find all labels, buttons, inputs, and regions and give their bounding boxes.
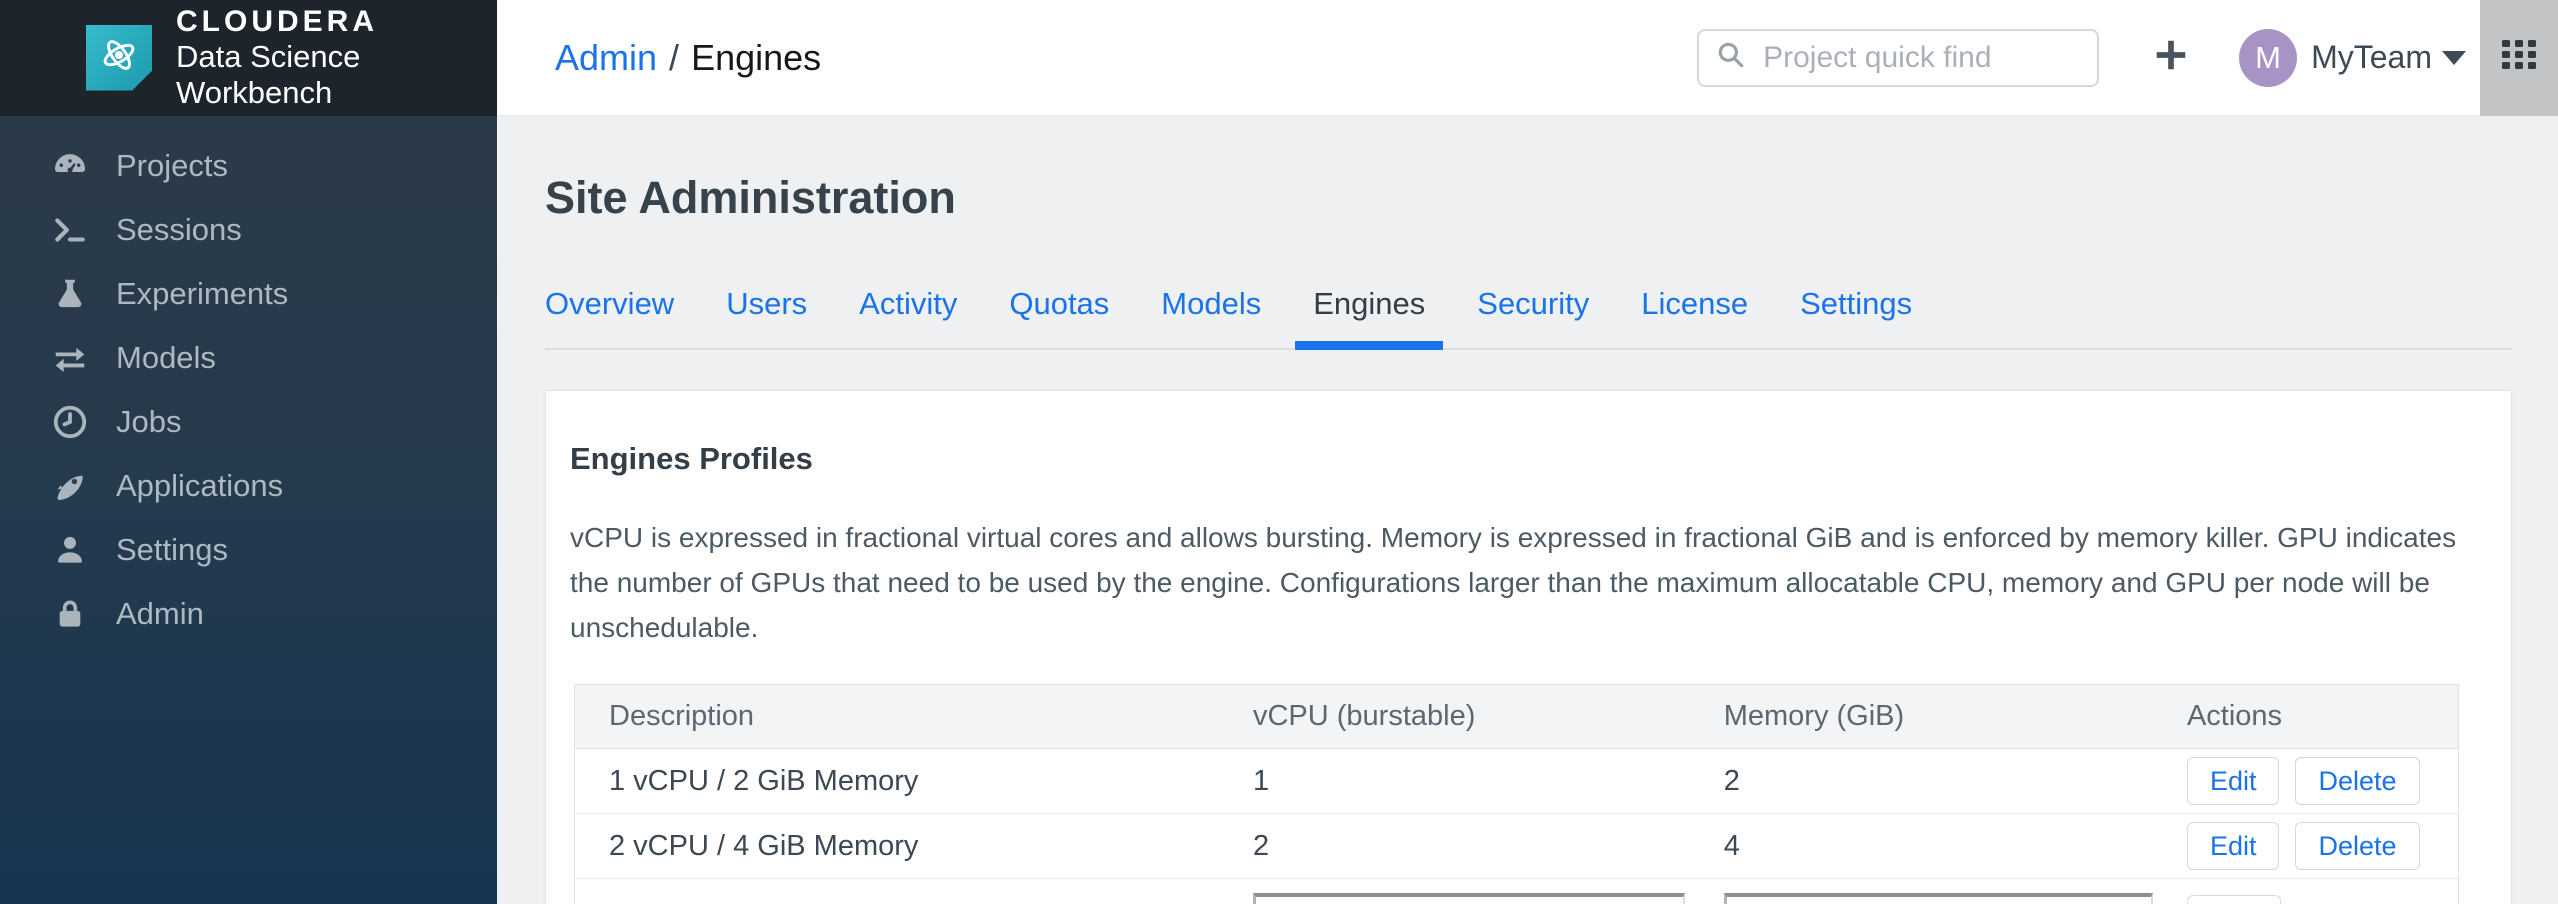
grid-icon — [2502, 40, 2536, 75]
sidebar-item-settings[interactable]: Settings — [0, 518, 497, 582]
sidebar-item-label: Admin — [116, 596, 204, 631]
brand-product: Data Science Workbench — [176, 39, 361, 110]
sidebar-item-label: Jobs — [116, 404, 182, 439]
tab-users[interactable]: Users — [726, 286, 808, 321]
admin-tabs: Overview Users Activity Quotas Models En… — [545, 286, 2512, 350]
rocket-icon — [50, 467, 90, 505]
top-header: CLOUDERA Data Science Workbench Admin / … — [0, 0, 2558, 116]
sidebar-item-label: Models — [116, 340, 216, 375]
profile-vcpu: 2 — [1252, 829, 1270, 862]
sidebar-item-label: Projects — [116, 148, 228, 183]
cloudera-logo-tile — [86, 24, 152, 91]
arrows-swap-icon — [50, 339, 90, 377]
memory-input[interactable] — [1723, 893, 2153, 904]
sidebar: Projects Sessions Experiments — [0, 116, 497, 904]
brand-text: CLOUDERA Data Science Workbench — [176, 5, 497, 111]
sidebar-item-label: Applications — [116, 468, 284, 503]
engines-profiles-card: Engines Profiles vCPU is expressed in fr… — [545, 390, 2512, 904]
add-button[interactable]: Add — [2186, 895, 2281, 904]
profile-memory: 2 — [1723, 764, 1740, 797]
breadcrumb-separator: / — [669, 36, 680, 78]
new-profile-row: 1 vCPU (burstable), 1.75 GiB memory Add — [575, 879, 2458, 904]
row-actions: Add — [2153, 895, 2458, 904]
vcpu-input[interactable] — [1252, 893, 1685, 904]
user-name: MyTeam — [2311, 39, 2432, 75]
user-icon — [50, 531, 90, 569]
sidebar-item-experiments[interactable]: Experiments — [0, 262, 497, 326]
column-header-memory: Memory (GiB) — [1723, 700, 1905, 732]
edit-button[interactable]: Edit — [2186, 822, 2280, 870]
tab-settings[interactable]: Settings — [1800, 286, 1913, 321]
tab-license[interactable]: License — [1641, 286, 1749, 321]
user-menu[interactable]: M MyTeam — [2239, 28, 2466, 87]
sidebar-item-jobs[interactable]: Jobs — [0, 390, 497, 454]
plus-icon — [2152, 36, 2190, 79]
tab-models[interactable]: Models — [1161, 286, 1262, 321]
dashboard-icon — [50, 147, 90, 185]
column-header-description: Description — [609, 700, 755, 732]
sidebar-item-admin[interactable]: Admin — [0, 582, 497, 646]
chevron-down-icon — [2442, 50, 2466, 65]
breadcrumb-admin-link[interactable]: Admin — [555, 36, 658, 78]
add-project-button[interactable] — [2151, 38, 2191, 78]
sidebar-item-sessions[interactable]: Sessions — [0, 198, 497, 262]
table-row: 2 vCPU / 4 GiB Memory 2 4 Edit Delete — [575, 814, 2458, 879]
tab-engines[interactable]: Engines — [1295, 286, 1444, 350]
column-header-vcpu: vCPU (burstable) — [1252, 700, 1476, 732]
tab-quotas[interactable]: Quotas — [1009, 286, 1110, 321]
row-actions: Edit Delete — [2153, 822, 2458, 870]
tab-activity[interactable]: Activity — [859, 286, 958, 321]
table-header-row: Description vCPU (burstable) Memory (GiB… — [575, 685, 2458, 749]
page-title: Site Administration — [545, 172, 956, 223]
brand-name: CLOUDERA — [176, 4, 378, 38]
column-header-actions: Actions — [2186, 700, 2283, 732]
breadcrumb: Admin / Engines — [555, 37, 821, 79]
breadcrumb-current-page: Engines — [691, 36, 822, 78]
sidebar-item-projects[interactable]: Projects — [0, 134, 497, 198]
card-description: vCPU is expressed in fractional virtual … — [570, 522, 2457, 643]
lock-icon — [50, 595, 90, 633]
avatar: M — [2239, 28, 2298, 87]
apps-grid-button[interactable] — [2480, 0, 2558, 116]
profile-memory: 4 — [1723, 829, 1740, 862]
atom-icon — [97, 33, 141, 82]
flask-icon — [50, 275, 90, 313]
sidebar-item-models[interactable]: Models — [0, 326, 497, 390]
terminal-icon — [50, 211, 90, 249]
new-profile-vcpu-cell — [1219, 893, 1690, 904]
tab-overview[interactable]: Overview — [545, 286, 675, 321]
tab-security[interactable]: Security — [1477, 286, 1590, 321]
new-profile-memory-cell — [1690, 893, 2153, 904]
search-input[interactable] — [1763, 40, 2082, 75]
row-actions: Edit Delete — [2153, 757, 2458, 805]
table-row: 1 vCPU / 2 GiB Memory 1 2 Edit Delete — [575, 749, 2458, 814]
search-icon — [1715, 39, 1747, 76]
sidebar-item-label: Sessions — [116, 212, 242, 247]
profile-description: 2 vCPU / 4 GiB Memory — [609, 829, 919, 862]
brand-logo-block[interactable]: CLOUDERA Data Science Workbench — [0, 0, 497, 116]
sidebar-item-label: Experiments — [116, 276, 289, 311]
sidebar-item-applications[interactable]: Applications — [0, 454, 497, 518]
edit-button[interactable]: Edit — [2186, 757, 2280, 805]
profile-vcpu: 1 — [1252, 764, 1270, 797]
main-content: Site Administration Overview Users Activ… — [497, 116, 2558, 904]
project-quick-find[interactable] — [1697, 28, 2100, 87]
new-profile-description: 1 vCPU (burstable), 1.75 GiB memory — [575, 903, 1219, 904]
clock-icon — [50, 403, 90, 441]
sidebar-nav: Projects Sessions Experiments — [0, 116, 497, 646]
sidebar-item-label: Settings — [116, 532, 229, 567]
card-title: Engines Profiles — [570, 441, 813, 476]
profile-description: 1 vCPU / 2 GiB Memory — [609, 764, 919, 797]
delete-button[interactable]: Delete — [2295, 757, 2420, 805]
delete-button[interactable]: Delete — [2295, 822, 2420, 870]
engine-profiles-table: Description vCPU (burstable) Memory (GiB… — [574, 684, 2459, 904]
